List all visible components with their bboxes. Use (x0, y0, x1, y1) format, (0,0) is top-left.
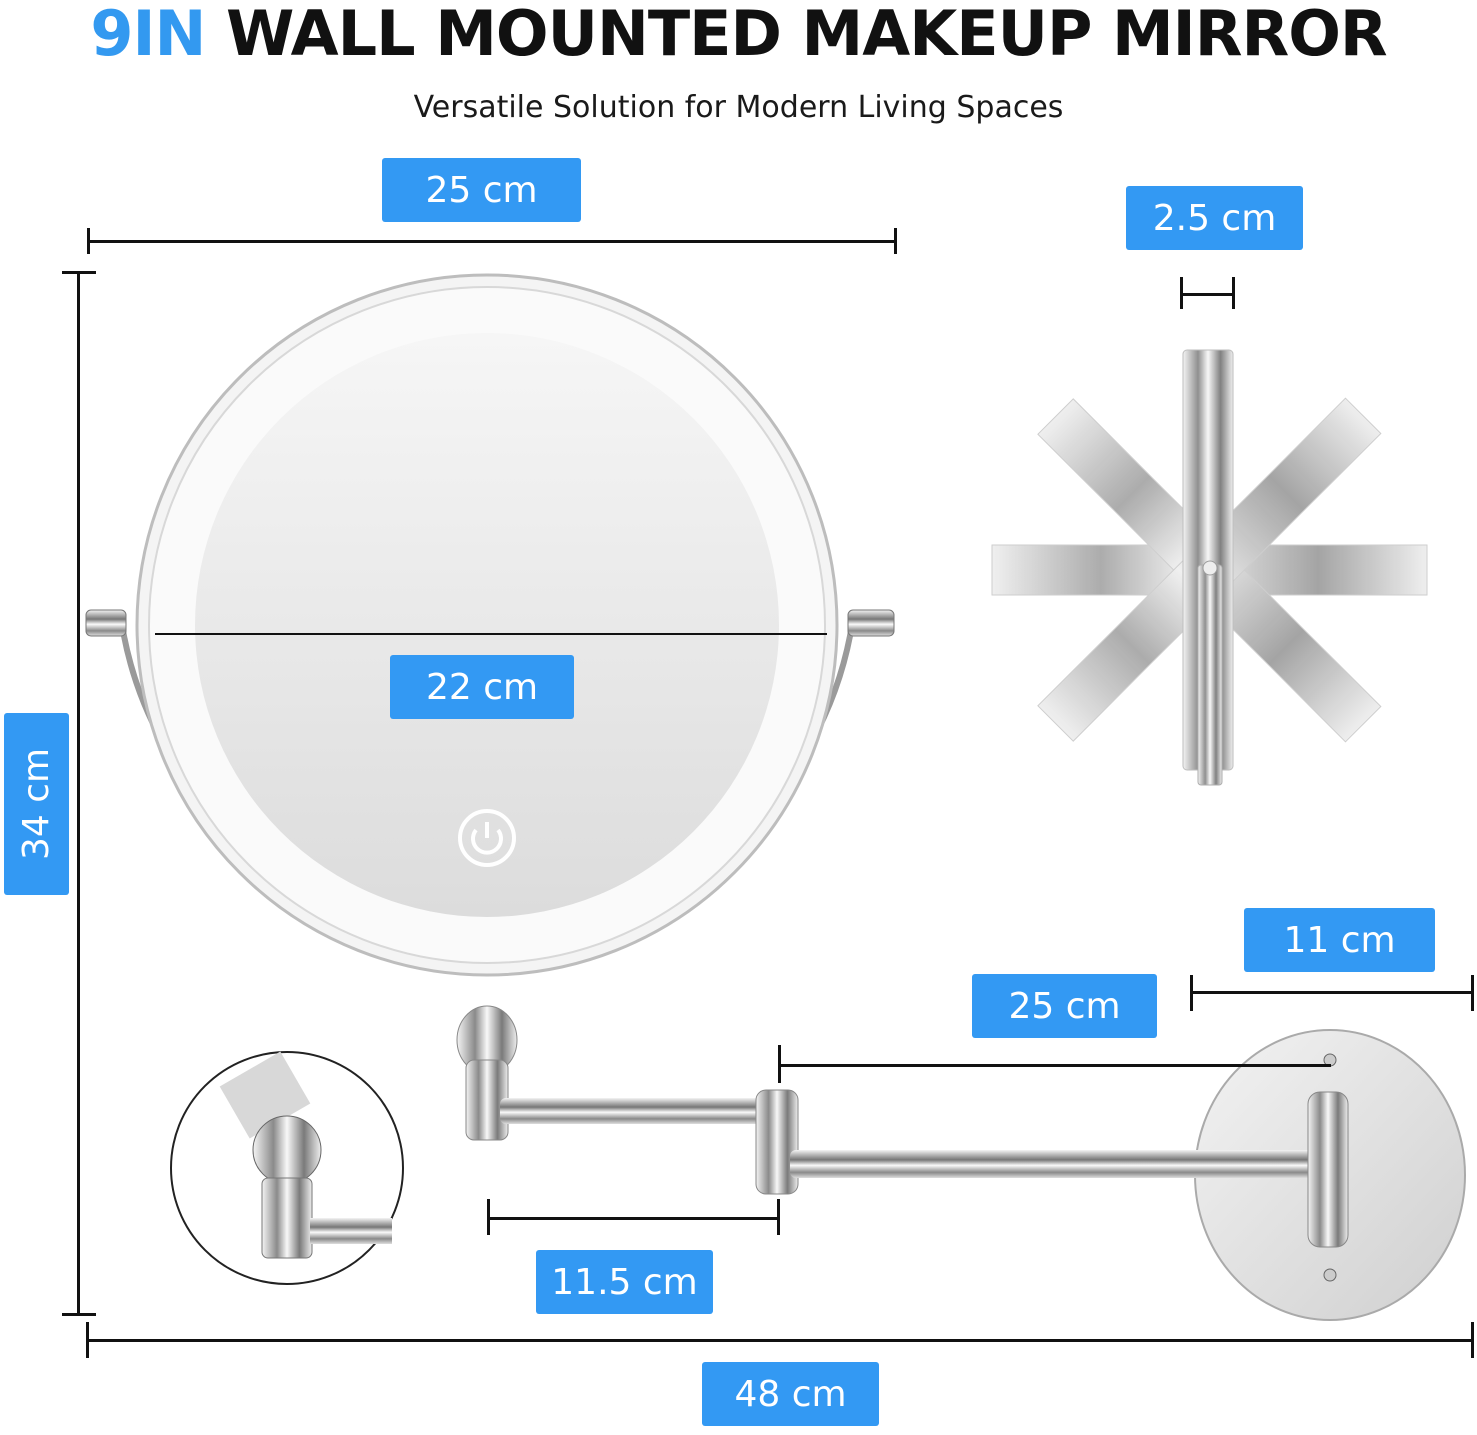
label-mirror-width: 25 cm (382, 158, 581, 222)
label-overall-length: 48 cm (702, 1362, 879, 1426)
dim-line-glass (155, 633, 827, 635)
dim-line-mirror-width (88, 240, 896, 243)
dim-line-arm-segment (488, 1217, 779, 1220)
dim-line-plate-offset (1191, 991, 1473, 994)
dim-tick (1471, 1322, 1474, 1358)
dim-tick (777, 1199, 780, 1235)
page-title: 9IN WALL MOUNTED MAKEUP MIRROR (0, 0, 1477, 70)
dim-tick (86, 1322, 89, 1358)
subtitle: Versatile Solution for Modern Living Spa… (413, 90, 1064, 125)
mirror-front-view (85, 273, 895, 1141)
extension-arm (500, 1029, 1466, 1321)
dim-tick (62, 1313, 96, 1316)
title-accent: 9IN (90, 0, 206, 70)
dim-tick (778, 1045, 781, 1083)
swivel-joint-detail (170, 1051, 404, 1285)
dim-tick (62, 271, 96, 274)
dim-tick (1471, 975, 1474, 1011)
label-arm-segment: 11.5 cm (536, 1250, 713, 1314)
rotation-illustration (991, 349, 1428, 786)
dim-tick (894, 228, 897, 254)
label-overall-height: 34 cm (4, 713, 69, 895)
label-thickness: 2.5 cm (1126, 186, 1303, 250)
dim-line-height (77, 272, 80, 1315)
dim-line-thickness (1181, 293, 1234, 296)
dim-tick (1232, 277, 1235, 309)
dim-tick (1190, 975, 1193, 1011)
label-glass-diameter: 22 cm (390, 655, 574, 719)
power-icon (458, 809, 516, 867)
label-arm-extension: 25 cm (972, 974, 1157, 1038)
dim-tick (87, 228, 90, 254)
dim-tick (487, 1199, 490, 1235)
dim-line-overall-length (88, 1339, 1473, 1342)
label-plate-offset: 11 cm (1244, 908, 1435, 972)
dim-tick (1180, 277, 1183, 309)
title-main: WALL MOUNTED MAKEUP MIRROR (226, 0, 1388, 70)
dim-line-arm-extension (779, 1064, 1331, 1067)
